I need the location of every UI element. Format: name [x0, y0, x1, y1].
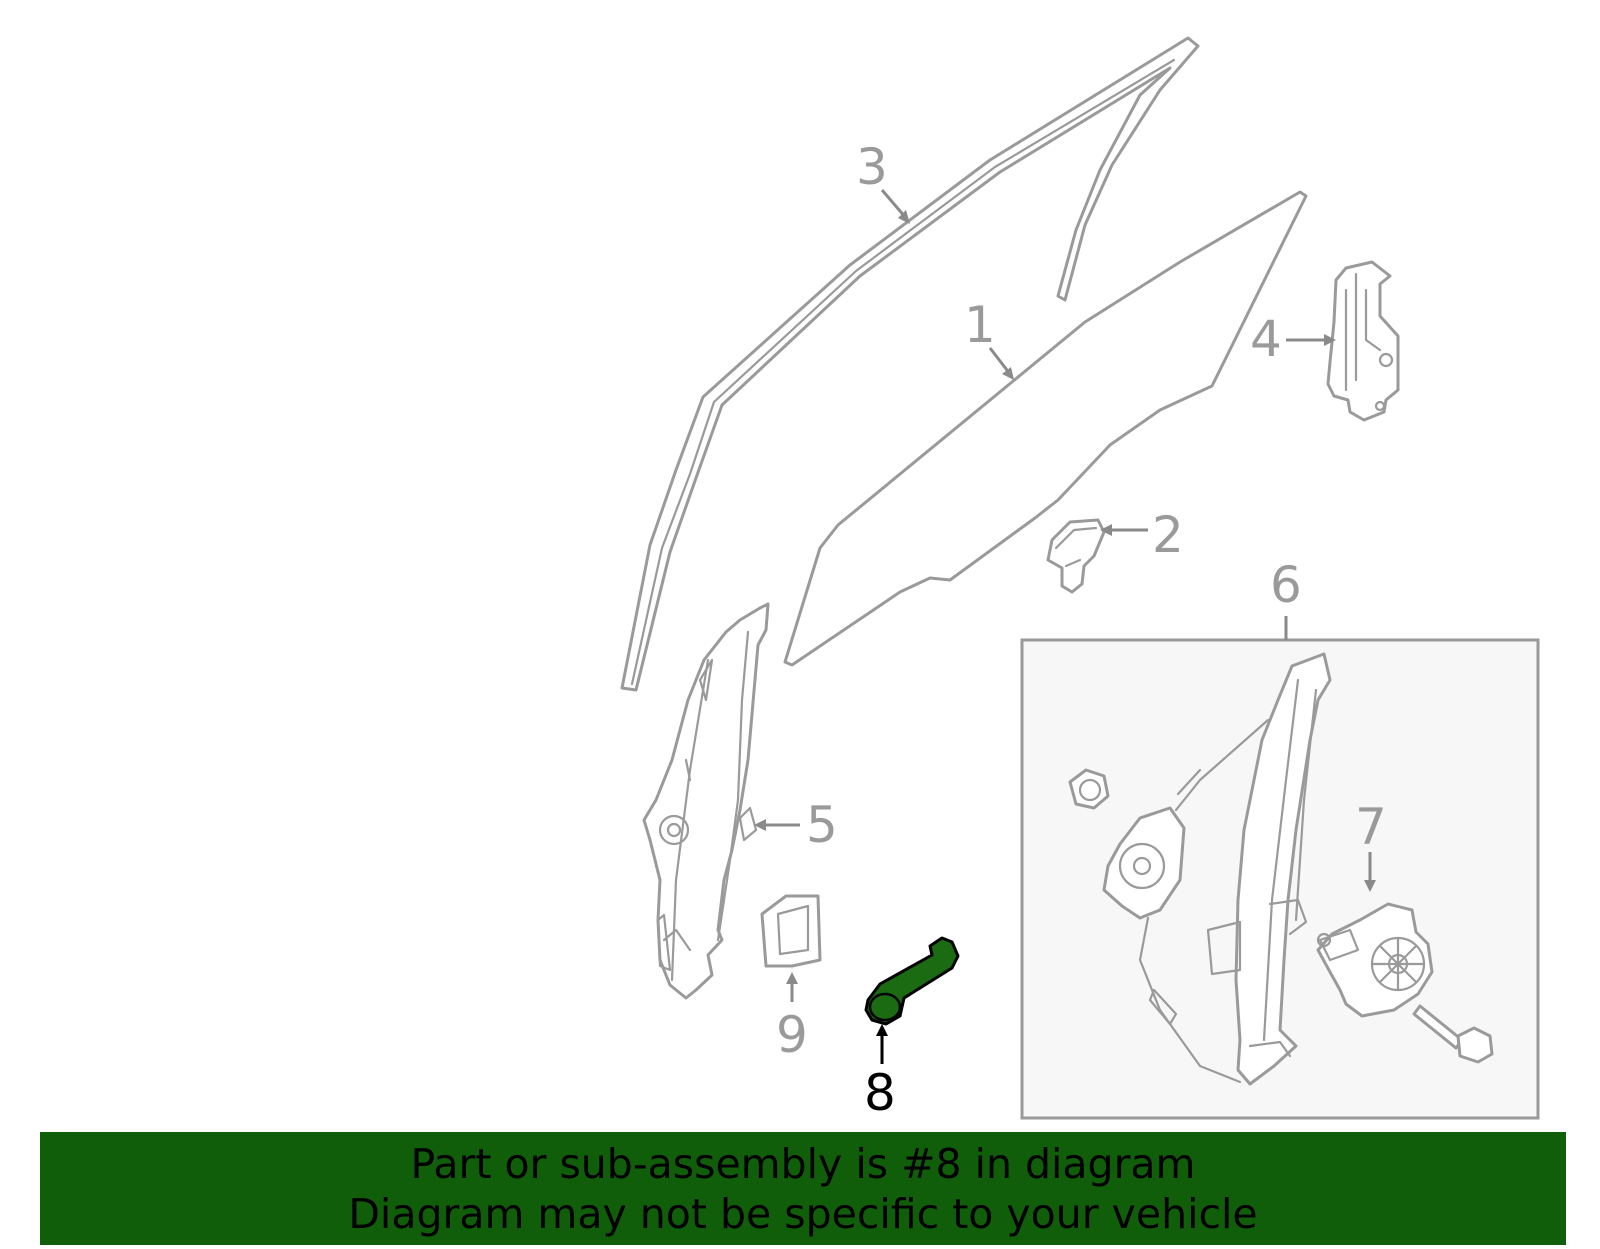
callout-3: 3 [856, 138, 888, 196]
part-4-bracket[interactable] [1326, 260, 1400, 422]
part-7-regulator-motor[interactable] [1316, 902, 1434, 1018]
callout-7: 7 [1355, 798, 1387, 856]
banner-line-2: Diagram may not be specific to your vehi… [348, 1189, 1258, 1238]
callout-2: 2 [1152, 506, 1184, 564]
part-5-window-regulator[interactable] [642, 602, 770, 1000]
banner-line-1: Part or sub-assembly is #8 in diagram [410, 1139, 1196, 1188]
part-7-bolt[interactable] [1412, 1004, 1494, 1064]
callout-5: 5 [806, 796, 838, 854]
part-9-pad[interactable] [760, 894, 822, 968]
part-6-nut[interactable] [1068, 768, 1110, 810]
leader-lines [754, 189, 1376, 1064]
part-2-glass-clip[interactable] [1046, 518, 1106, 594]
callout-6: 6 [1270, 556, 1302, 614]
part-8-handle-highlighted[interactable] [864, 936, 960, 1026]
callout-8: 8 [864, 1064, 896, 1122]
callout-1: 1 [964, 296, 996, 354]
part-3-glass-run-channel[interactable] [620, 36, 1200, 692]
info-banner: Part or sub-assembly is #8 in diagram Di… [40, 1132, 1566, 1245]
callout-9: 9 [776, 1006, 808, 1064]
callout-4: 4 [1250, 310, 1282, 368]
part-1-door-glass[interactable] [783, 190, 1308, 667]
callout-labels: 3 1 4 2 6 5 7 9 8 [776, 138, 1387, 1122]
part-6-regulator-assembly[interactable] [1102, 652, 1332, 1086]
